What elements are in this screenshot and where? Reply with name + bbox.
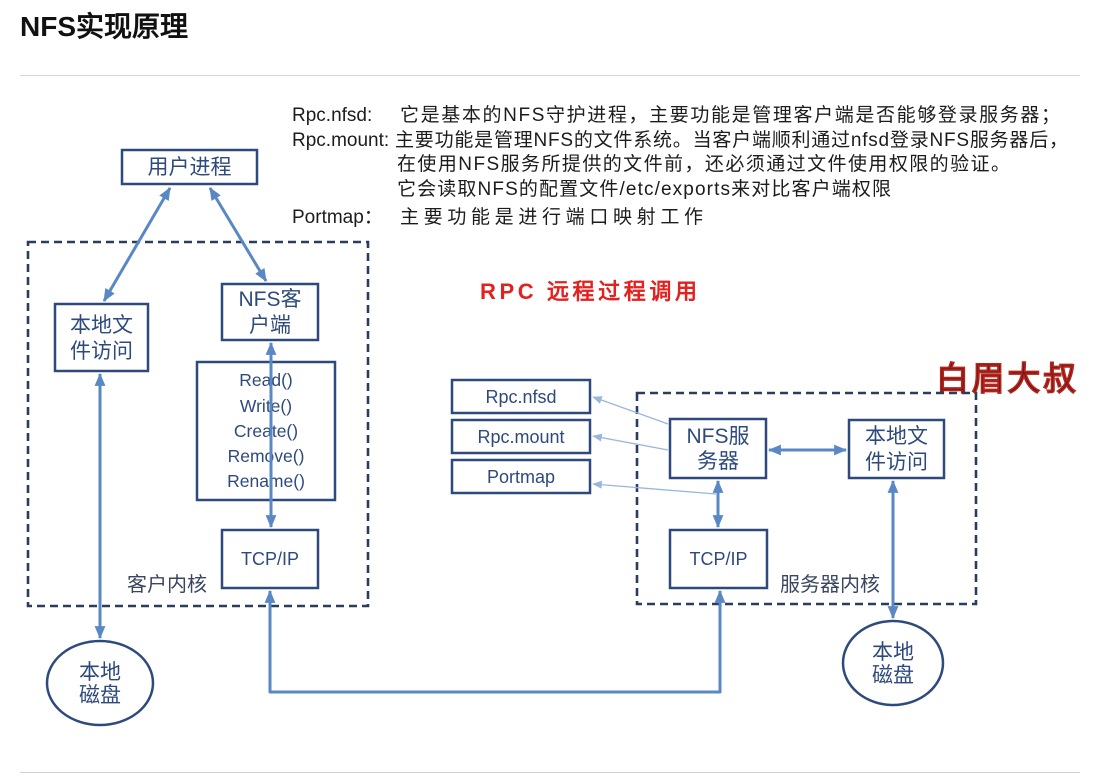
client-local-file-access-line-1: 本地文 <box>70 314 133 337</box>
client-tcp-ip-box: TCP/IP <box>220 528 320 590</box>
note-rpc-mount-label: Rpc.mount: <box>292 130 389 151</box>
portmap-frame <box>450 458 592 495</box>
nfs-client-line-2: 户端 <box>249 314 291 337</box>
client-local-file-access-box: 本地文 件访问 <box>53 302 150 373</box>
server-local-file-access-line-1: 本地文 <box>865 425 928 448</box>
nfs-server-line-1: NFS服 <box>687 425 750 448</box>
connectors <box>94 187 899 694</box>
nfs-client-line-1: NFS客 <box>239 288 302 311</box>
client-local-disk-line-1: 本地 <box>79 661 121 684</box>
client-local-disk-line-2: 磁盘 <box>79 684 121 707</box>
client-side: 客户内核 用户进程 本地文 件访问 NFS客 户端 Read() Write()… <box>26 148 370 727</box>
client-tcp-ip-label: TCP/IP <box>241 549 299 569</box>
server-tcp-ip-box: TCP/IP <box>668 528 769 590</box>
operation-create: Create() <box>234 421 298 441</box>
arrow-nfs-server-to-rpc-mount <box>592 433 669 451</box>
server-local-disk: 本地 磁盘 <box>841 619 945 707</box>
note-portmap-text: 主要功能是进行端口映射工作 <box>400 206 703 228</box>
operation-read: Read() <box>239 370 293 390</box>
server-local-disk-line-2: 磁盘 <box>872 664 914 687</box>
client-local-file-access-line-2: 件访问 <box>70 340 133 363</box>
nfs-client-frame <box>220 282 320 342</box>
arrow-nfs-server-to-portmap <box>592 480 717 495</box>
user-process-label: 用户进程 <box>148 156 232 179</box>
note-rpc-nfsd-label: Rpc.nfsd: <box>292 105 372 126</box>
user-process-box-frame <box>120 148 259 186</box>
server-local-file-access-frame <box>847 418 946 480</box>
client-local-disk-shape <box>45 639 155 727</box>
user-process-box: 用户进程 <box>120 148 259 186</box>
arrow-nfs-server-to-rpc-nfsd <box>592 396 669 425</box>
rpc-nfsd-label: Rpc.nfsd <box>485 387 556 407</box>
operations-box: Read() Write() Create() Remove() Rename(… <box>195 360 337 502</box>
server-side: Rpc.nfsd Rpc.mount Portmap 服务器内核 NFS服 务器… <box>450 378 978 707</box>
server-local-disk-shape <box>841 619 945 707</box>
rpc-services: Rpc.nfsd Rpc.mount Portmap <box>450 378 592 495</box>
server-local-file-access-line-2: 件访问 <box>865 451 928 474</box>
arrow-user-process-to-nfs-client <box>208 187 268 282</box>
rpc-mount-label: Rpc.mount <box>477 427 564 447</box>
nfs-server-frame <box>668 417 768 480</box>
arrow-client-tcp-ip-to-server-tcp-ip <box>264 589 726 694</box>
rpc-nfsd-frame <box>450 378 592 415</box>
client-local-disk: 本地 磁盘 <box>45 639 155 727</box>
operation-rename: Rename() <box>227 471 305 491</box>
rpc-mount-frame <box>450 418 592 455</box>
page-title: NFS实现原理 <box>20 11 189 42</box>
note-rpc-mount-line-3: 它会读取NFS的配置文件/etc/exports来对比客户端权限 <box>397 178 891 200</box>
note-rpc-nfsd-text: 它是基本的NFS守护进程，主要功能是管理客户端是否能够登录服务器； <box>400 104 1060 126</box>
operation-remove: Remove() <box>228 446 305 466</box>
server-tcp-ip-label: TCP/IP <box>689 549 747 569</box>
server-tcp-ip-frame <box>668 528 769 590</box>
portmap-label: Portmap <box>487 467 555 487</box>
server-kernel-label: 服务器内核 <box>780 573 880 596</box>
note-rpc-mount-line-1: 主要功能是管理NFS的文件系统。当客户端顺利通过nfsd登录NFS服务器后， <box>395 129 1068 151</box>
server-local-disk-line-1: 本地 <box>872 641 914 664</box>
client-tcp-ip-frame <box>220 528 320 590</box>
nfs-client-box: NFS客 户端 <box>220 282 320 342</box>
server-local-file-access-box: 本地文 件访问 <box>847 418 946 480</box>
description-notes: Rpc.nfsd: 它是基本的NFS守护进程，主要功能是管理客户端是否能够登录服… <box>292 104 1068 228</box>
operation-write: Write() <box>240 396 292 416</box>
client-kernel-label: 客户内核 <box>127 573 207 596</box>
watermark: 白眉大叔 <box>936 360 1076 397</box>
server-kernel-boundary <box>635 391 978 606</box>
client-kernel-boundary <box>26 240 370 608</box>
divider-top <box>20 75 1080 76</box>
client-local-file-access-frame <box>53 302 150 373</box>
note-rpc-mount-line-2: 在使用NFS服务所提供的文件前，还必须通过文件使用权限的验证。 <box>397 153 1010 175</box>
rpc-heading: RPC 远程过程调用 <box>480 279 697 304</box>
nfs-server-box: NFS服 务器 <box>668 417 768 480</box>
divider-bottom <box>20 772 1080 773</box>
arrow-user-process-to-client-local-file <box>102 187 172 302</box>
nfs-server-line-2: 务器 <box>697 450 739 473</box>
note-portmap-label: Portmap： <box>292 207 383 228</box>
